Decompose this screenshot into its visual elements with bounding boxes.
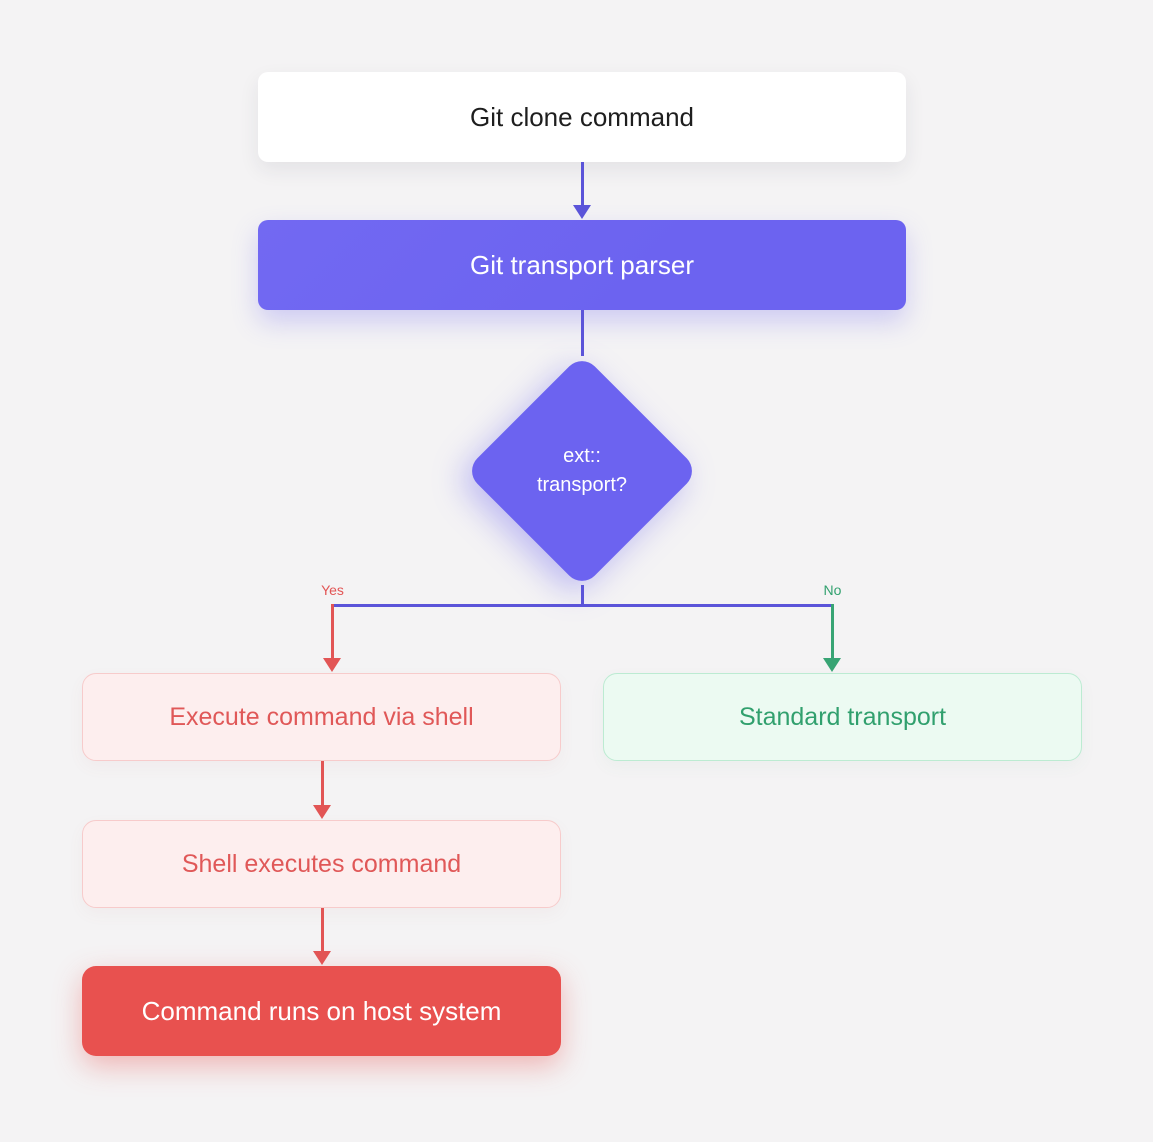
connector-branch-split <box>331 604 833 607</box>
node-command-runs-on-host-system-label: Command runs on host system <box>141 995 502 1026</box>
connector-decision-stub <box>580 585 584 605</box>
node-shell-executes-command-label: Shell executes command <box>181 849 462 878</box>
edge-label-yes: Yes <box>321 582 344 598</box>
node-standard-transport: Standard transport <box>603 673 1082 761</box>
node-standard-transport-label: Standard transport <box>738 702 947 731</box>
node-execute-command-via-shell-label: Execute command via shell <box>169 702 474 731</box>
decision-label-line2: transport? <box>536 474 628 496</box>
decision-ext-transport-label: ext:: transport? <box>464 353 700 589</box>
edge-label-no: No <box>823 582 842 598</box>
node-command-runs-on-host-system: Command runs on host system <box>82 966 561 1056</box>
decision-ext-transport: ext:: transport? <box>464 353 700 589</box>
arrowhead-execute-to-shell-icon <box>313 805 331 819</box>
arrowhead-shell-to-host-icon <box>313 951 331 965</box>
arrowhead-start-to-parser-icon <box>573 205 591 219</box>
connector-start-to-parser <box>580 162 584 206</box>
node-git-clone-command-label: Git clone command <box>470 101 694 132</box>
arrowhead-yes-branch-icon <box>323 658 341 672</box>
decision-label-line1: ext:: <box>563 445 601 467</box>
node-git-transport-parser-label: Git transport parser <box>470 249 694 280</box>
connector-execute-to-shell <box>320 761 324 806</box>
arrowhead-no-branch-icon <box>823 658 841 672</box>
connector-shell-to-host <box>320 908 324 952</box>
node-execute-command-via-shell: Execute command via shell <box>82 673 561 761</box>
connector-no-branch <box>830 604 834 659</box>
node-git-clone-command: Git clone command <box>258 72 906 162</box>
connector-yes-branch <box>330 604 334 659</box>
node-git-transport-parser: Git transport parser <box>258 220 906 310</box>
node-shell-executes-command: Shell executes command <box>82 820 561 908</box>
connector-parser-to-decision <box>580 310 584 356</box>
